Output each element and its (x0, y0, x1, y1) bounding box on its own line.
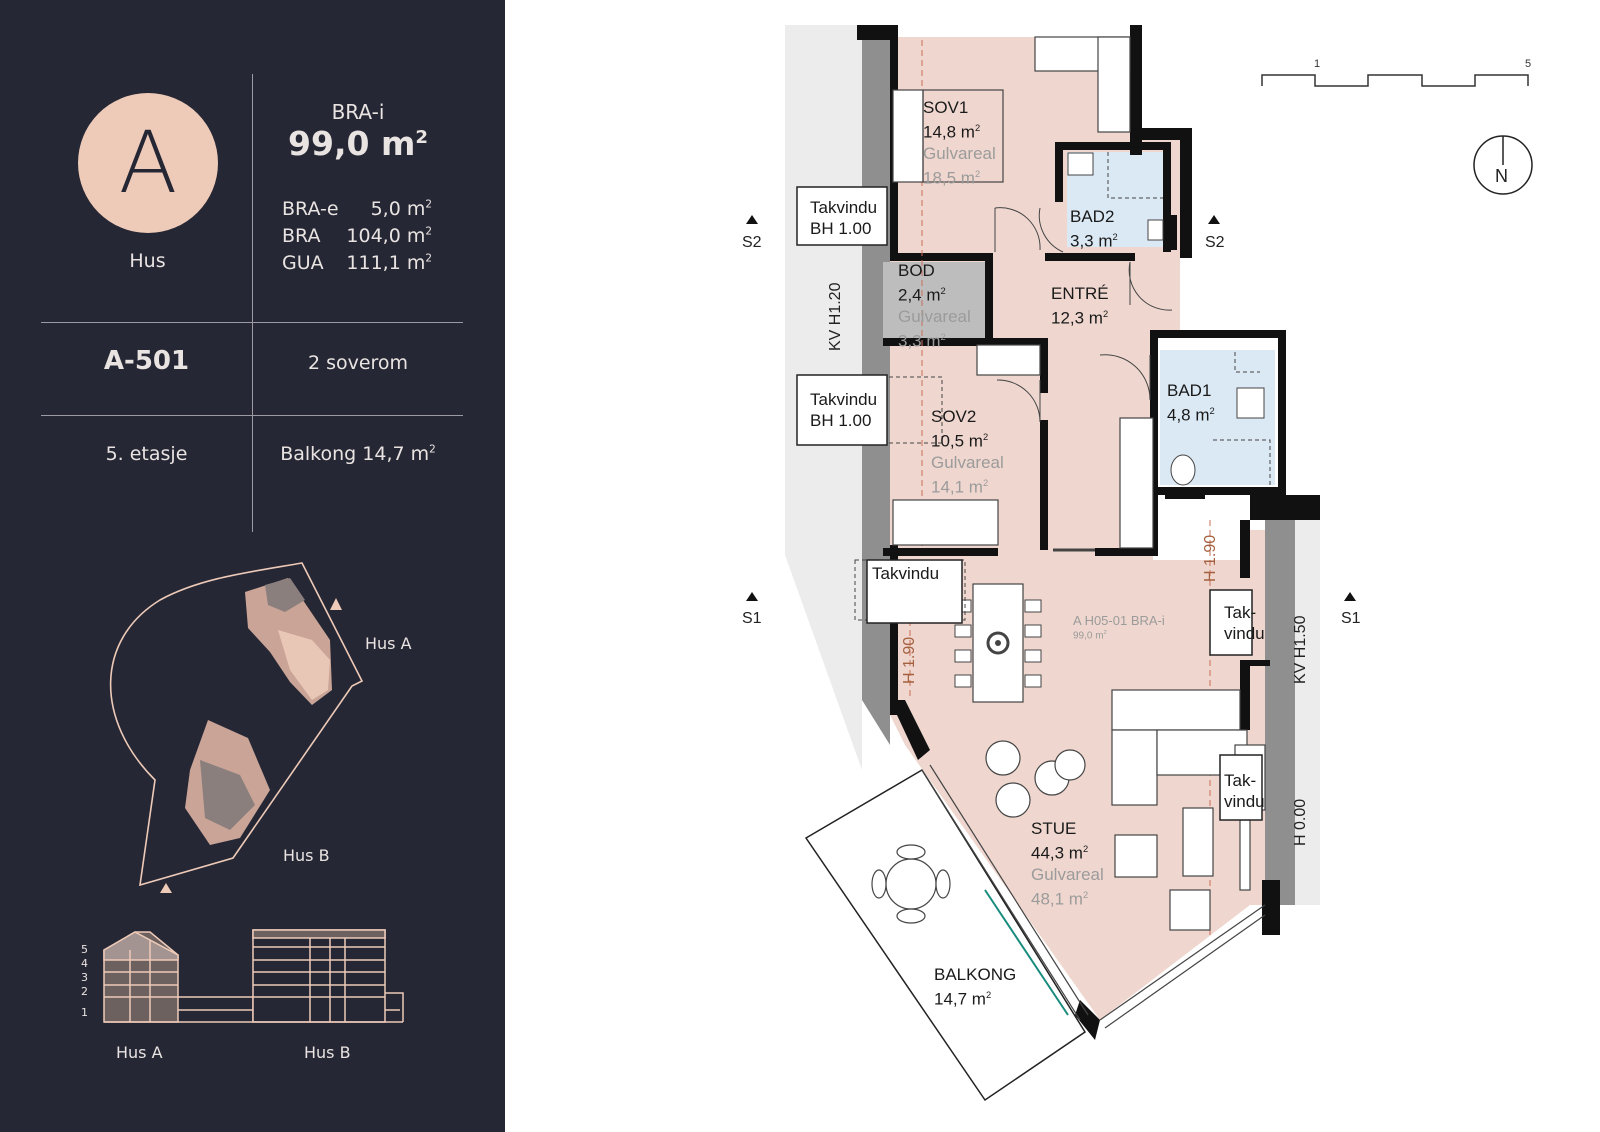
section-mark-s1-left: S1 (742, 610, 762, 627)
building-letter-badge: A (78, 93, 218, 233)
site-marker-north (330, 598, 342, 610)
section-drawing (103, 929, 404, 1023)
room-label-bad2: BAD2 3,3 m2 (1070, 207, 1118, 251)
section-level-1: 1 (81, 1006, 88, 1019)
section-mark-s1-right: S1 (1341, 610, 1361, 627)
site-label-hus-a: Hus A (365, 634, 412, 653)
scale-end-label: 5 (1525, 58, 1532, 70)
section-level-5: 5 (81, 943, 88, 956)
section-level-2: 2 (81, 985, 88, 998)
section-level-4: 4 (81, 957, 88, 970)
height-label-kv-left: KV H1.20 (827, 282, 844, 351)
height-label-h190-right: H 1.90 (1202, 534, 1219, 582)
scale-bar (1261, 74, 1529, 87)
room-label-sov2: SOV2 10,5 m2 Gulvareal 14,1 m2 (931, 407, 1004, 497)
site-map (109, 562, 364, 893)
room-label-bod: BOD 2,4 m2 Gulvareal 3,3 m2 (898, 261, 971, 351)
room-label-entre: ENTRÉ 12,3 m2 (1051, 284, 1109, 328)
room-label-stue: STUE 44,3 m2 Gulvareal 48,1 m2 (1031, 819, 1104, 909)
bedroom-count: 2 soverom (307, 352, 409, 374)
section-mark-s2-left: S2 (742, 234, 762, 251)
site-building-b (185, 720, 270, 845)
floor-level: 5. etasje (105, 443, 188, 465)
panel-divider-vertical (252, 74, 253, 532)
floor-plan: SOV1 14,8 m2 Gulvareal 18,5 m2 BAD2 3,3 … (505, 0, 1600, 1132)
scale-start-label: 1 (1314, 58, 1321, 70)
storage-fill (883, 262, 985, 340)
bra-i-value: 99,0 m2 (288, 124, 428, 163)
skylight-label-3: Takvindu (872, 564, 940, 583)
skylight-label-4: Tak-vindu (1224, 603, 1265, 643)
section-mark-s2-right: S2 (1205, 234, 1225, 251)
site-building-a (245, 578, 332, 705)
furniture (892, 36, 1266, 931)
bra-i-label: BRA-i (331, 100, 385, 124)
balcony-area-shape (804, 768, 1087, 1102)
balcony-area: Balkong 14,7 m2 (280, 443, 436, 465)
height-label-kv-right: KV H1.50 (1292, 615, 1309, 684)
skylight-label-5: Tak-vindu (1224, 771, 1265, 811)
room-label-balkong: BALKONG 14,7 m2 (934, 965, 1017, 1009)
room-label-bad1: BAD1 4,8 m2 (1167, 381, 1215, 425)
section-label-hus-a: Hus A (116, 1043, 163, 1062)
apartment-tag-title: A H05-01 BRA-i (1073, 613, 1165, 628)
site-label-hus-b: Hus B (283, 846, 330, 865)
floor-plan-drawing (746, 25, 1533, 1102)
room-label-sov1: SOV1 14,8 m2 Gulvareal 18,5 m2 (923, 98, 996, 188)
section-label-hus-b: Hus B (304, 1043, 351, 1062)
panel-divider-1 (41, 322, 463, 323)
north-label: N (1495, 166, 1508, 186)
building-label: Hus (129, 250, 166, 272)
site-marker-south (160, 883, 172, 893)
section-level-3: 3 (81, 971, 88, 984)
height-label-h190-left: H 1.90 (901, 636, 918, 684)
apartment-tag-area: 99,0 m2 (1073, 630, 1107, 642)
walls (857, 25, 1320, 935)
panel-divider-2 (41, 415, 463, 416)
height-label-h000: H 0.00 (1292, 798, 1309, 846)
unit-id: A-501 (103, 346, 190, 376)
